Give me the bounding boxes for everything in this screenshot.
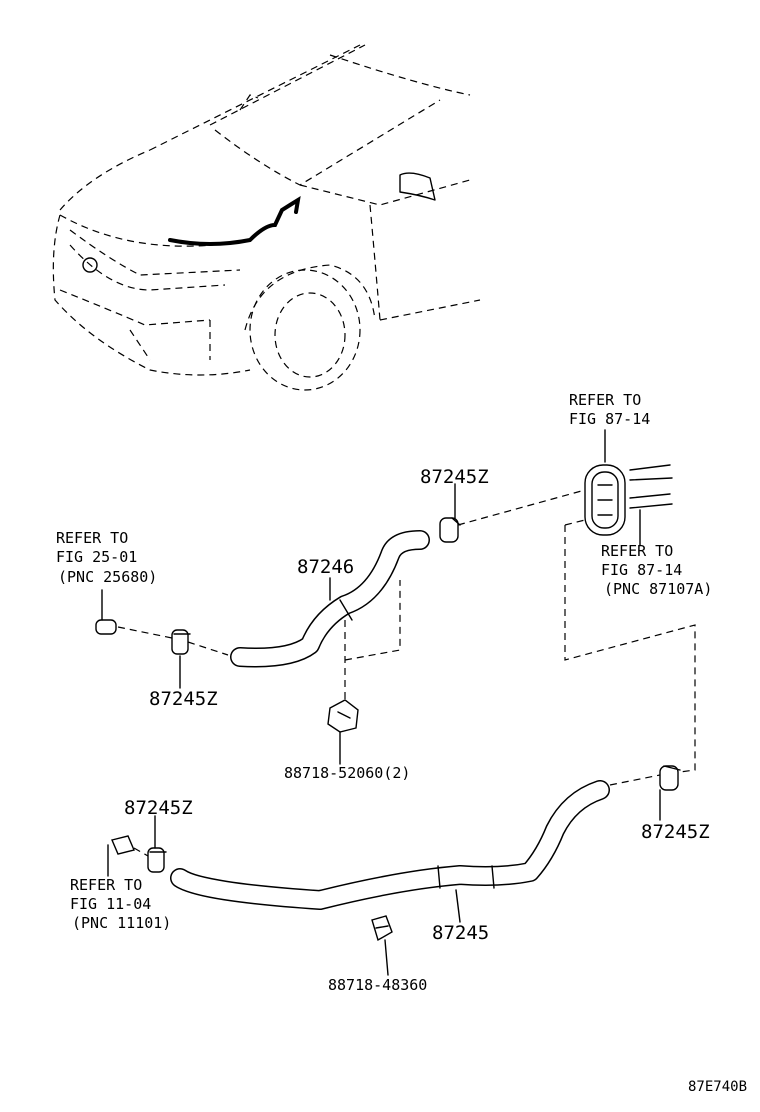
label-hose-87246: 87246 xyxy=(297,556,355,578)
label-clamp-upper-left: 87245Z xyxy=(149,688,218,710)
ref-top-right-line1: REFER TO xyxy=(569,391,642,409)
connector-clamp-to-hose xyxy=(187,641,229,656)
nozzle-inner xyxy=(591,471,619,529)
bumper-corner xyxy=(129,329,151,361)
clamp-upper-right-shape xyxy=(439,517,461,543)
clip-upper-shape xyxy=(327,699,359,733)
fender-edge xyxy=(369,204,381,321)
bumper-line xyxy=(59,289,211,326)
connector-lower-pipe xyxy=(133,847,149,857)
wheel-arch xyxy=(244,264,376,331)
ref-top-right-line2: FIG 87-14 xyxy=(569,410,651,428)
rocker-line xyxy=(379,299,481,321)
ref-mid-right-line1: REFER TO xyxy=(601,542,674,560)
label-clamp-lower-right: 87245Z xyxy=(641,821,710,843)
headlight-bottom xyxy=(69,244,226,291)
hose-87246 xyxy=(230,530,430,668)
label-clamp-upper-right: 87245Z xyxy=(420,466,489,488)
ref-left-lower-line1: REFER TO xyxy=(70,876,143,894)
ref-left-upper-line2: FIG 25-01 xyxy=(56,548,138,566)
label-clip-lower: 88718-48360 xyxy=(328,976,428,994)
connector-pipe-to-clamp xyxy=(117,626,173,639)
wiper-line xyxy=(239,94,259,111)
washer-nozzle xyxy=(584,464,673,536)
connector-lower-hose-to-clamp xyxy=(609,774,661,786)
headlight-top xyxy=(69,229,241,276)
clip-lower-shape xyxy=(371,915,393,942)
cowl-line xyxy=(299,179,471,206)
windshield-base xyxy=(214,99,441,186)
label-clamp-lower-left: 87245Z xyxy=(124,797,193,819)
hood-front-line xyxy=(59,149,151,211)
leader-87245 xyxy=(455,889,461,923)
car-illustration xyxy=(52,44,481,391)
emblem xyxy=(82,257,98,273)
connector-clip-bracket xyxy=(344,580,401,661)
mirror xyxy=(399,172,436,201)
clamp-upper-left-shape xyxy=(171,629,191,655)
roof-line xyxy=(149,44,361,151)
connector-nozzle-stub xyxy=(564,519,586,526)
pipe-left-upper xyxy=(95,619,117,635)
wheel-outer xyxy=(249,269,361,391)
clamp-lower-left-shape xyxy=(147,847,167,873)
figure-id: 87E740B xyxy=(688,1079,748,1095)
front-bumper xyxy=(52,214,251,376)
ref-mid-right-line3: (PNC 87107A) xyxy=(604,580,713,598)
nozzle-tube-upper xyxy=(629,464,673,481)
label-hose-87245: 87245 xyxy=(432,922,490,944)
ref-mid-right-line2: FIG 87-14 xyxy=(601,561,683,579)
a-pillar-line xyxy=(209,44,366,126)
clamp-lower-right-shape xyxy=(659,765,681,791)
ref-left-upper-line1: REFER TO xyxy=(56,529,129,547)
wheel-inner xyxy=(274,292,346,378)
nozzle-tube-lower xyxy=(629,493,673,509)
highlighted-washer-hose xyxy=(168,195,301,246)
connector-clamp-to-nozzle xyxy=(457,489,586,526)
hose-87245 xyxy=(170,780,610,910)
ref-left-upper-line3: (PNC 25680) xyxy=(58,568,158,586)
label-clip-upper: 88718-52060(2) xyxy=(284,764,411,782)
roof-rear-line xyxy=(329,54,471,96)
hood-crease xyxy=(59,214,251,247)
ref-left-lower-line2: FIG 11-04 xyxy=(70,895,152,913)
ref-left-lower-line3: (PNC 11101) xyxy=(72,914,172,932)
nozzle-ribs xyxy=(597,484,613,516)
connector-nozzle-to-lower xyxy=(564,525,696,773)
nozzle-body xyxy=(584,464,626,536)
leader-clip-lower xyxy=(384,939,389,976)
pipe-left-lower xyxy=(111,835,135,855)
